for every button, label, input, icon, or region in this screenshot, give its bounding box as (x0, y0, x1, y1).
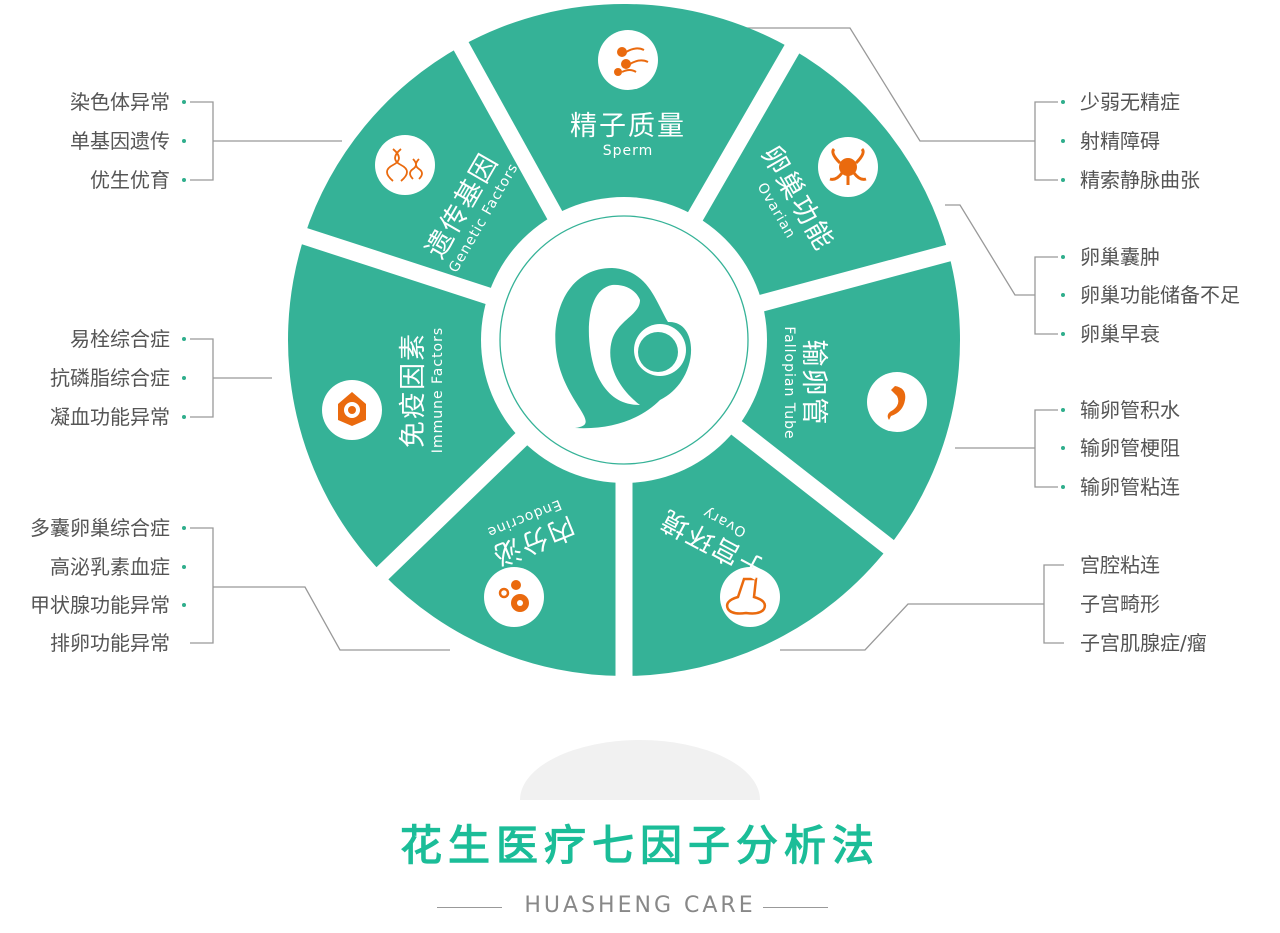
page-title: 花生医疗七因子分析法 (399, 821, 880, 870)
right-factor-item: 卵巢早衰 (1080, 322, 1160, 346)
segment-fallopian-tube (734, 253, 961, 547)
segment-title-zh: 输卵管 (798, 339, 829, 427)
subtitle-rule-left (437, 907, 502, 908)
right-factor-item: 宫腔粘连 (1080, 553, 1160, 577)
bullet-dot (1061, 446, 1065, 450)
right-factor-item: 卵巢囊肿 (1080, 245, 1160, 269)
segment-title-en: Sperm (602, 143, 654, 159)
bullet-dot (1061, 408, 1065, 412)
right-factor-item: 卵巢功能储备不足 (1080, 283, 1240, 307)
bullet-dot (182, 603, 186, 607)
left-factor-item: 排卵功能异常 (50, 631, 170, 655)
bullet-dot (182, 415, 186, 419)
bullet-dot (1061, 332, 1065, 336)
segment-title-en: Fallopian Tube (781, 326, 797, 440)
right-factor-item: 输卵管梗阻 (1080, 436, 1180, 460)
sperm-icon (598, 30, 658, 90)
left-factor-item: 优生优育 (90, 168, 170, 192)
segment-sperm (461, 3, 792, 219)
left-factor-item: 染色体异常 (70, 90, 170, 114)
bullet-dot (1061, 485, 1065, 489)
bullet-dot (1061, 100, 1065, 104)
bullet-dot (1061, 178, 1065, 182)
bullet-dot (182, 376, 186, 380)
uterus-ovary-icon (818, 137, 878, 197)
immune-eye-shield-icon (322, 380, 382, 440)
right-factor-item: 射精障碍 (1080, 129, 1160, 153)
center-ring (499, 215, 749, 465)
segment-title-en: Immune Factors (430, 326, 446, 454)
uterus-icon (720, 567, 780, 627)
connector-lines (190, 27, 1064, 651)
left-factor-item: 甲状腺功能异常 (30, 593, 170, 617)
segment-endocrine (382, 437, 624, 676)
left-factor-item: 易栓综合症 (70, 327, 170, 351)
segment-title-zh: 免疫因素 (398, 332, 429, 448)
subtitle-rule-right (763, 907, 828, 908)
left-factor-item: 单基因遗传 (70, 129, 170, 153)
right-factor-item: 输卵管积水 (1080, 398, 1180, 422)
bullet-dot (182, 565, 186, 569)
segment-title-zh: 精子质量 (570, 111, 686, 142)
hormone-molecule-icon (484, 567, 544, 627)
right-factor-item: 输卵管粘连 (1080, 475, 1180, 499)
bullet-dot (182, 100, 186, 104)
left-factor-item: 凝血功能异常 (50, 405, 170, 429)
bullet-dot (1061, 255, 1065, 259)
bullet-dot (1061, 293, 1065, 297)
fallopian-tube-icon (867, 372, 927, 432)
mother-and-baby-logo (555, 268, 692, 429)
bullet-dot (182, 139, 186, 143)
bullet-dot (182, 337, 186, 341)
dna-icon (375, 135, 435, 195)
right-factor-item: 精索静脉曲张 (1080, 168, 1200, 192)
right-factor-item: 子宫畸形 (1080, 592, 1160, 616)
world-map-watermark (500, 740, 780, 870)
bullet-dot (182, 526, 186, 530)
subtitle: HUASHENG CARE (524, 893, 756, 918)
left-factor-item: 高泌乳素血症 (50, 555, 170, 579)
bullet-dot (1061, 139, 1065, 143)
left-factor-item: 抗磷脂综合症 (50, 366, 170, 390)
bullet-dot (182, 178, 186, 182)
left-factor-item: 多囊卵巢综合症 (30, 516, 170, 540)
segment-ovary (624, 426, 889, 676)
right-factor-item: 少弱无精症 (1080, 90, 1180, 114)
right-factor-item: 子宫肌腺症/瘤 (1080, 631, 1207, 655)
